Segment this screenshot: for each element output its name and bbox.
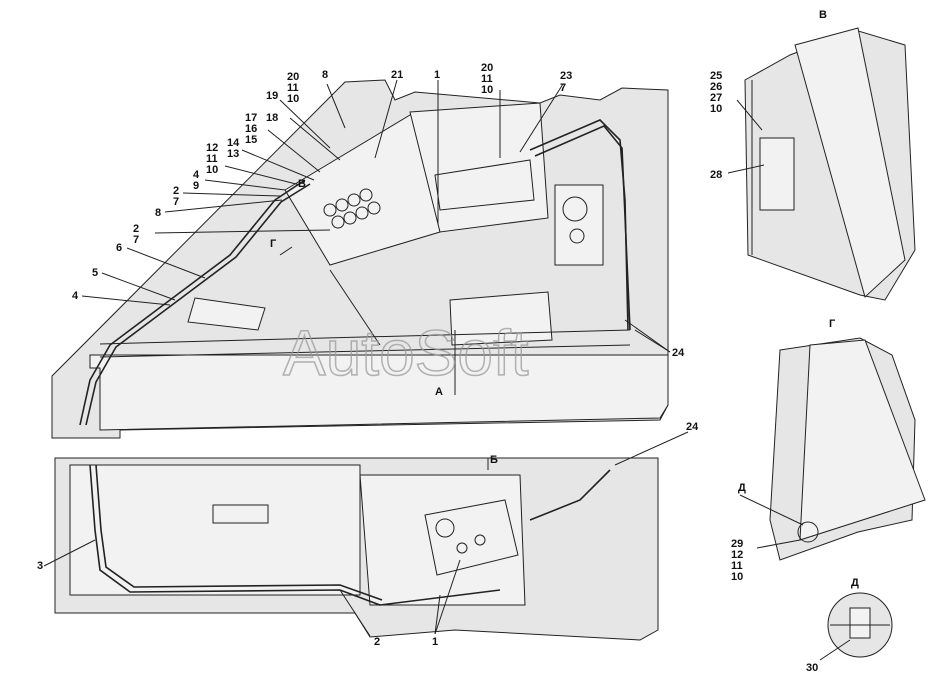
view-v-door [794, 27, 906, 298]
callout-10-c: 10 [206, 164, 218, 176]
view-label-d-main: Д [738, 482, 746, 494]
view-g-arrow [279, 246, 293, 256]
callout-15: 15 [245, 134, 257, 146]
callout-30: 30 [806, 662, 818, 674]
view-letters: А Б В Г Д В Г Д [270, 9, 859, 589]
callout-9: 9 [193, 180, 199, 192]
view-v [744, 27, 916, 301]
callout-4-upper: 4 [193, 169, 200, 181]
callout-11-a: 11 [287, 82, 299, 94]
callout-28: 28 [710, 169, 722, 181]
view-title-g: Г [829, 318, 836, 330]
callout-5: 5 [92, 267, 98, 279]
relay-coils [323, 188, 381, 229]
callout-11-e: 11 [731, 560, 743, 572]
callout-8-top: 8 [322, 69, 328, 81]
seat-box [449, 291, 553, 346]
callout-12: 12 [206, 142, 218, 154]
callout-7-lower: 7 [133, 234, 139, 246]
view-g [769, 337, 926, 561]
callout-10-b: 10 [481, 84, 493, 96]
socket-circle [569, 228, 585, 244]
callout-11-c: 11 [206, 153, 218, 165]
callout-25: 25 [710, 70, 722, 82]
watermark: AutoSoft [283, 317, 529, 389]
callout-19: 19 [266, 90, 278, 102]
view-label-a: А [435, 386, 443, 398]
control-plate [554, 184, 604, 266]
callout-21: 21 [391, 69, 403, 81]
callout-2-upper: 2 [173, 185, 179, 197]
callout-27: 27 [710, 92, 722, 104]
view-label-b: Б [490, 454, 498, 466]
view-g-panel [799, 339, 926, 541]
bottom-view [54, 457, 659, 641]
callout-7-right: 7 [560, 82, 566, 94]
view-title-v: В [819, 9, 827, 21]
callout-6: 6 [116, 242, 122, 254]
bottom-lamp [212, 504, 269, 524]
callout-18: 18 [266, 112, 278, 124]
view-label-g-main: Г [270, 238, 277, 250]
callout-14: 14 [227, 137, 240, 149]
bottom-harness [89, 464, 501, 606]
view-v-box [759, 137, 795, 211]
callout-26: 26 [710, 81, 722, 93]
callout-4-lower: 4 [72, 290, 79, 302]
callout-3: 3 [37, 560, 43, 572]
cable-harness-left [79, 179, 306, 426]
main-view-top [51, 79, 669, 439]
callout-10-a: 10 [287, 93, 299, 105]
callout-16: 16 [245, 123, 257, 135]
callout-11-b: 11 [481, 73, 493, 85]
callout-24-top: 24 [672, 347, 685, 359]
callout-20-a: 20 [287, 71, 299, 83]
callout-13: 13 [227, 148, 239, 160]
callout-2-lower: 2 [133, 223, 139, 235]
callout-12-e: 12 [731, 549, 743, 561]
lamp-housing [187, 297, 266, 331]
callout-labels: 8 21 1 20 11 10 20 11 10 23 7 19 18 17 1… [37, 62, 818, 674]
gauge-circle [562, 196, 588, 222]
callout-23: 23 [560, 70, 572, 82]
callout-10-d: 10 [710, 103, 722, 115]
view-g-detail-circle [797, 521, 819, 543]
view-d-bolt [849, 607, 871, 639]
view-title-d: Д [851, 577, 859, 589]
leader-lines [43, 79, 851, 661]
bottom-switch-plate [424, 499, 519, 576]
callout-10-e: 10 [731, 571, 743, 583]
view-d [827, 592, 893, 658]
callout-29: 29 [731, 538, 743, 550]
callout-8-left: 8 [155, 207, 161, 219]
callout-20-b: 20 [481, 62, 493, 74]
bottom-left-frame [69, 464, 361, 596]
callout-7-upper: 7 [173, 196, 179, 208]
callout-1-top: 1 [434, 69, 440, 81]
callout-2-bottom: 2 [374, 636, 380, 648]
callout-24-bottom: 24 [686, 421, 699, 433]
view-label-v-main: В [298, 178, 306, 190]
callout-17: 17 [245, 112, 257, 124]
callout-1-bottom: 1 [432, 636, 438, 648]
